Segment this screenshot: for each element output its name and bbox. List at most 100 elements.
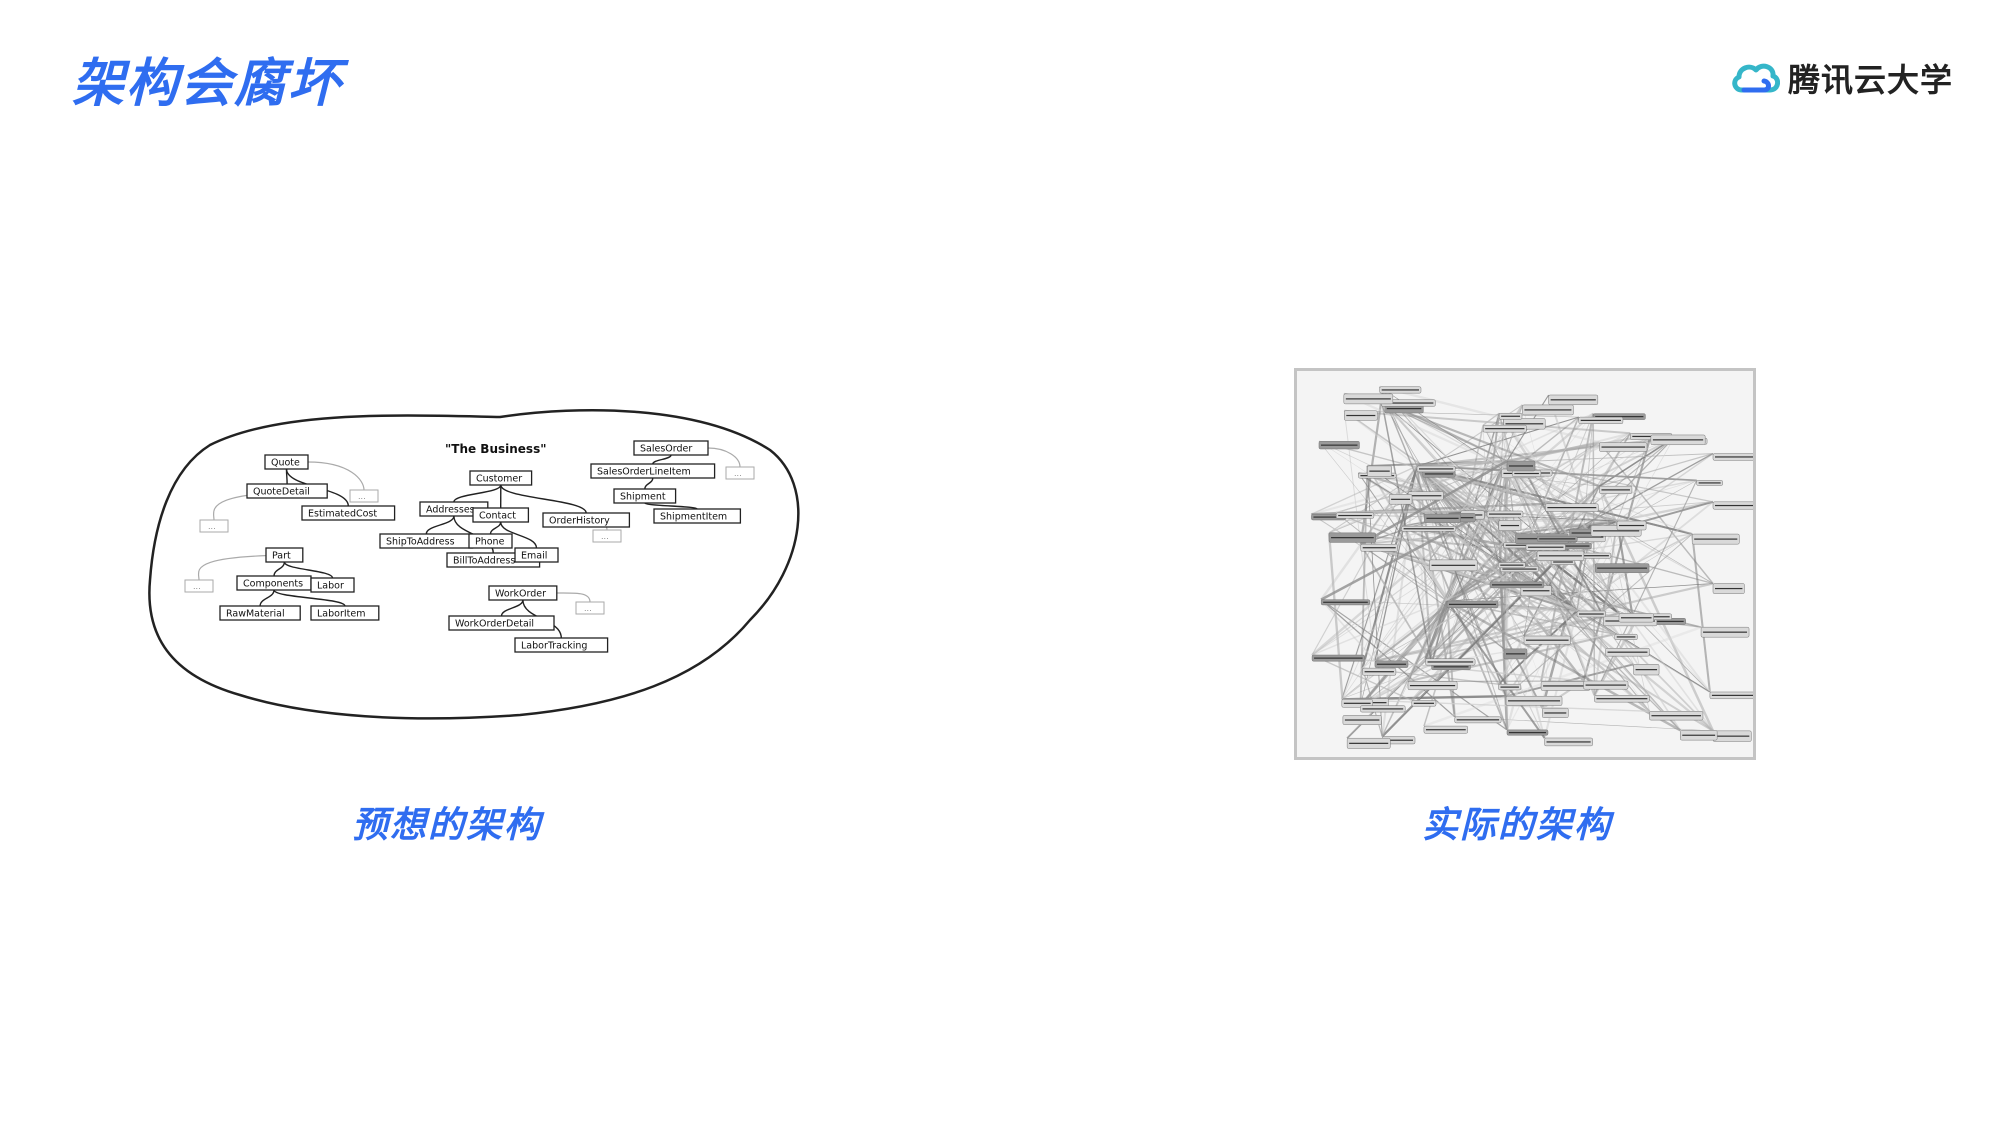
diagram-node: RawMaterial: [219, 605, 301, 621]
diagram-node: WorkOrderDetail: [448, 615, 555, 631]
graph-node-text-mark: [1403, 528, 1454, 530]
graph-edge: [1416, 465, 1544, 709]
graph-edge: [1540, 520, 1618, 682]
graph-node-text-mark: [1344, 719, 1380, 721]
graph-node-text-mark: [1525, 639, 1569, 641]
graph-edge: [1691, 533, 1711, 693]
diagram-node-label: BillToAddress: [453, 556, 515, 567]
graph-edge: [1416, 416, 1579, 467]
graph-edge: [1446, 599, 1681, 732]
graph-edge: [1503, 533, 1517, 649]
graph-node-text-mark: [1543, 685, 1588, 687]
graph-node-text-mark: [1639, 620, 1684, 623]
diagram-edge: [489, 521, 502, 535]
graph-edge: [1359, 465, 1369, 706]
diagram-node: Components: [236, 575, 312, 591]
diagram-node: Addresses: [419, 501, 489, 517]
graph-edge: [1506, 441, 1600, 463]
diagram-node-label: RawMaterial: [226, 609, 285, 620]
graph-edge: [1498, 413, 1508, 462]
graph-edge: [1423, 625, 1702, 728]
caption-actual: 实际的架构: [1422, 805, 1613, 846]
graph-edge: [1335, 512, 1448, 602]
graph-node-text-mark: [1607, 651, 1648, 653]
graph-edge: [1400, 525, 1448, 602]
graph-node-text-mark: [1427, 661, 1474, 663]
graph-node-text-mark: [1500, 686, 1519, 688]
graph-edge: [1311, 654, 1413, 702]
diagram-edge: [425, 515, 455, 535]
placeholder-box: [725, 466, 755, 480]
graph-edge: [1362, 510, 1488, 669]
graph-edge: [1422, 470, 1508, 731]
diagram-node: Quote: [264, 454, 309, 470]
diagram-edge: [644, 502, 698, 510]
graph-node-text-mark: [1419, 468, 1454, 470]
graph-node-text-mark: [1527, 546, 1564, 548]
graph-edge: [1360, 459, 1508, 546]
cloud-logo-icon: [1732, 63, 1780, 93]
graph-edge: [1429, 559, 1714, 732]
business-heading: "The Business": [445, 442, 546, 456]
graph-node-text-mark: [1338, 514, 1372, 517]
graph-node-text-mark: [1431, 564, 1476, 566]
graph-node-text-mark: [1425, 729, 1466, 731]
graph-node-text-mark: [1508, 731, 1546, 734]
graph-node-text-mark: [1433, 666, 1469, 668]
diagram-node-label: Phone: [475, 537, 505, 548]
graph-edge: [1416, 465, 1697, 482]
graph-edge: [1497, 635, 1525, 685]
graph-node-text-mark: [1410, 495, 1442, 497]
ghost-edge: [556, 592, 591, 603]
graph-node-text-mark: [1409, 684, 1456, 687]
graph-node-text-mark: [1682, 734, 1716, 736]
graph-edge: [1381, 399, 1578, 612]
graph-edge: [1536, 437, 1675, 552]
graph-edge: [1318, 441, 1448, 602]
graph-node-text-mark: [1502, 568, 1537, 570]
caption-intended: 预想的架构: [352, 805, 543, 846]
graph-node-text-mark: [1485, 428, 1525, 430]
graph-node-text-mark: [1652, 439, 1704, 441]
graph-node-text-mark: [1320, 444, 1358, 446]
brand-logo: 腾讯云大学: [1730, 56, 1953, 100]
graph-node-text-mark: [1331, 537, 1374, 539]
placeholder-box: [184, 579, 214, 593]
graph-edge: [1497, 610, 1578, 685]
graph-edge: [1503, 460, 1508, 649]
diagram-node-label: LaborTracking: [521, 641, 587, 652]
graph-edge: [1320, 509, 1488, 601]
graph-node-text-mark: [1456, 719, 1500, 721]
graph-node-text-mark: [1369, 470, 1390, 472]
placeholder-label: ...: [208, 522, 216, 531]
graph-edge: [1379, 385, 1600, 444]
graph-node-text-mark: [1381, 389, 1419, 391]
diagram-node: Shipment: [613, 488, 677, 504]
graph-node-text-mark: [1715, 456, 1753, 458]
graph-node-text-mark: [1544, 712, 1567, 714]
graph-node-text-mark: [1571, 532, 1600, 534]
graph-edge: [1500, 566, 1638, 619]
graph-node-text-mark: [1500, 564, 1524, 566]
graph-node-text-mark: [1364, 671, 1394, 673]
graph-node-text-mark: [1522, 590, 1550, 592]
graph-node-text-mark: [1619, 524, 1645, 527]
diagram-node: Contact: [472, 507, 530, 523]
graph-edge: [1343, 410, 1488, 512]
graph-node-text-mark: [1386, 407, 1422, 410]
graph-edge: [1562, 533, 1693, 554]
graph-node-text-mark: [1384, 739, 1414, 741]
diagram-node: LaborItem: [310, 605, 380, 621]
graph-node-text-mark: [1596, 698, 1648, 700]
graph-node-text-mark: [1489, 513, 1521, 515]
graph-node-text-mark: [1579, 613, 1604, 615]
graph-edge: [1416, 465, 1697, 482]
graph-node-text-mark: [1601, 446, 1645, 448]
graph-edge: [1416, 465, 1681, 731]
diagram-node: Labor: [310, 577, 355, 593]
graph-edge: [1380, 399, 1433, 665]
graph-edge: [1320, 599, 1376, 662]
graph-node-text-mark: [1547, 507, 1597, 509]
placeholder-label: ...: [193, 582, 201, 591]
